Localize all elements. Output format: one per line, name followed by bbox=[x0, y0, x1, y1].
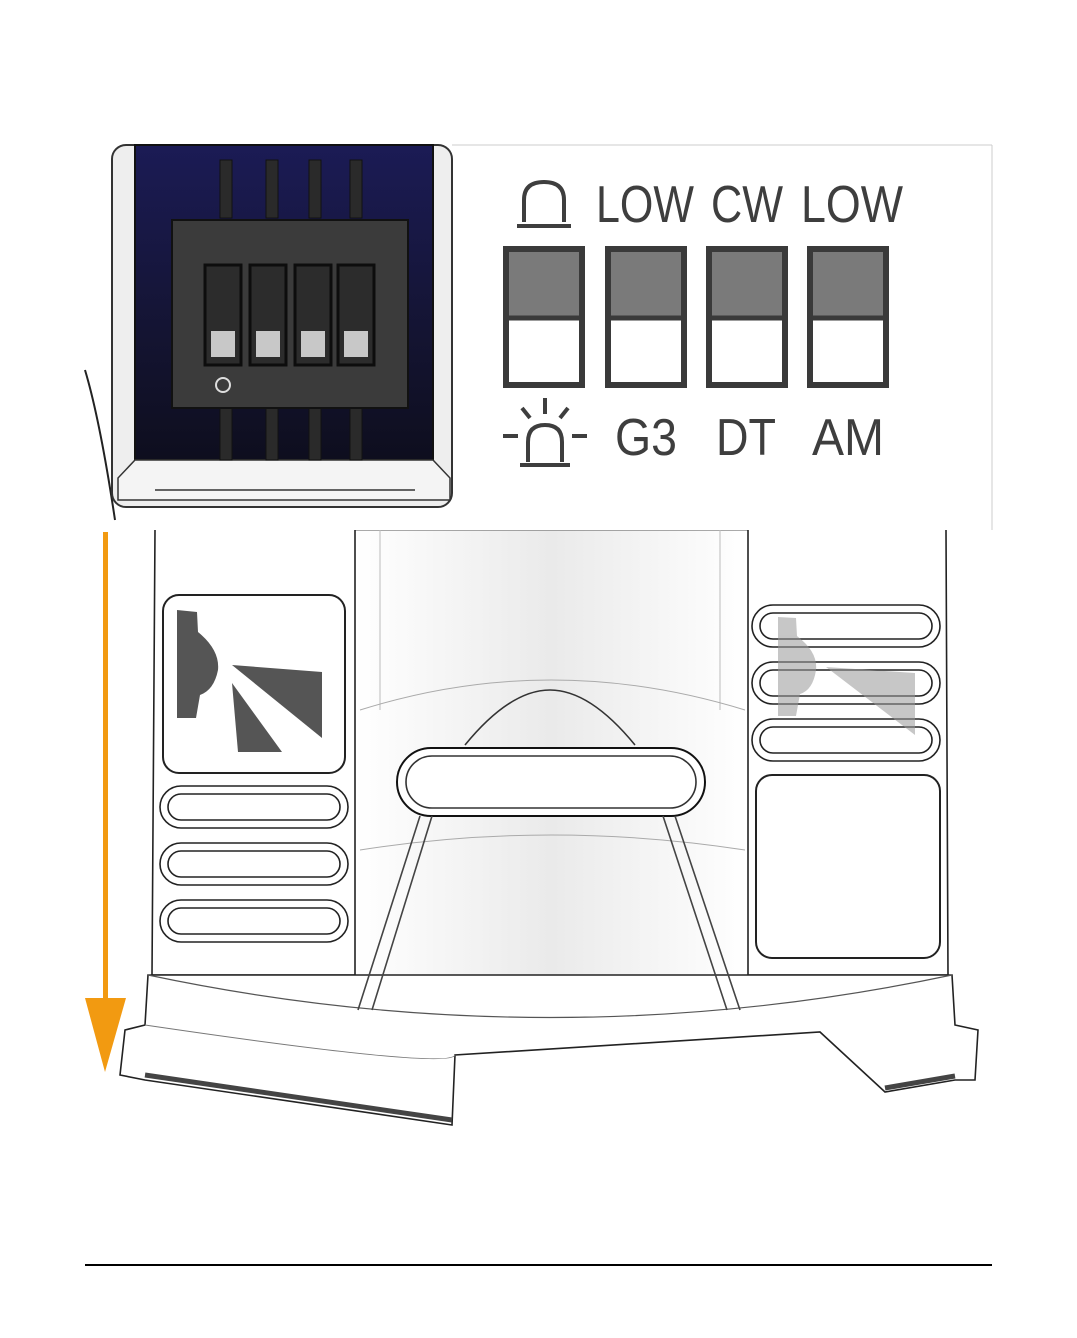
footer-rule bbox=[85, 1264, 992, 1266]
switch3-top-label: CW bbox=[711, 176, 783, 234]
switch4-top-label: LOW bbox=[801, 176, 903, 234]
switch3-bottom-label: DT bbox=[716, 409, 776, 467]
switch4-bottom-label: AM bbox=[812, 409, 884, 467]
switch-1 bbox=[506, 249, 582, 385]
switch2-top-label: LOW bbox=[596, 176, 694, 234]
switch2-bottom-label: G3 bbox=[615, 409, 677, 467]
switch-2 bbox=[608, 249, 684, 385]
down-arrow-icon bbox=[85, 532, 126, 1072]
device-housing bbox=[120, 530, 978, 1125]
dip-switch-housing bbox=[85, 145, 452, 520]
switch-4 bbox=[810, 249, 886, 385]
switch-3 bbox=[709, 249, 785, 385]
